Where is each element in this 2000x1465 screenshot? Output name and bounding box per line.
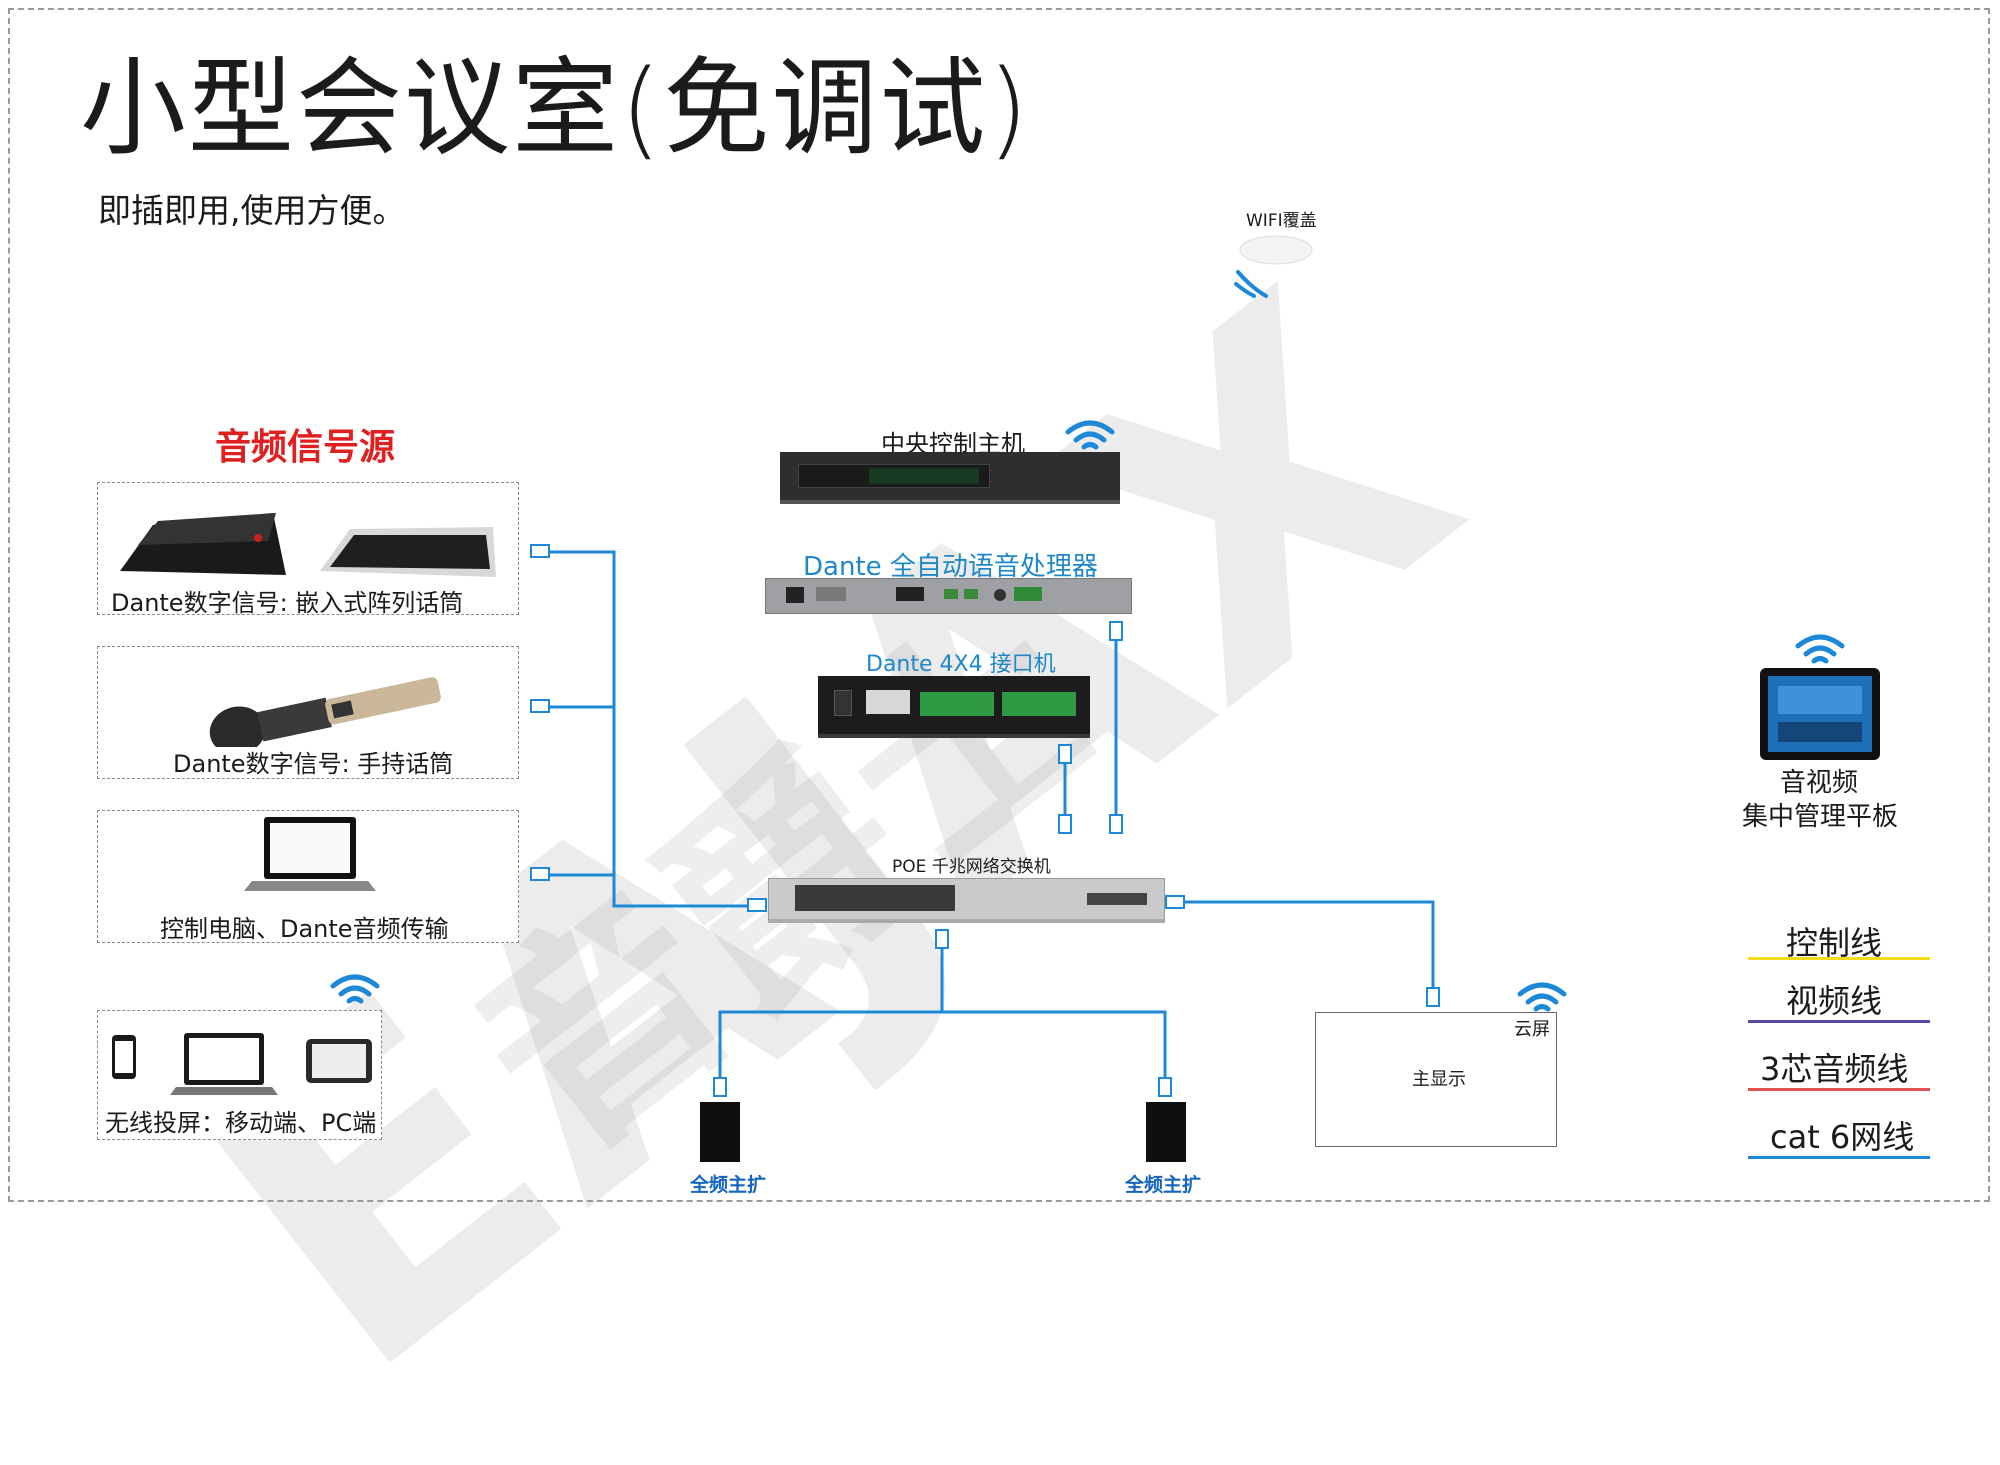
plug-display: [1426, 987, 1440, 1007]
source-caption-handheld-mic: Dante数字信号: 手持话筒: [173, 750, 454, 778]
page-title: 小型会议室(免调试): [80, 47, 1031, 170]
wifi-icon: [1517, 982, 1567, 1012]
access-point-image: [1234, 235, 1313, 298]
page-subtitle: 即插即用,使用方便。: [98, 191, 406, 230]
dashed-border: [8, 8, 1990, 1202]
legend-video-line-label: 视频线: [1786, 982, 1883, 1020]
tablet-label-line1: 音视频: [1780, 768, 1859, 798]
speaker-right: [1146, 1102, 1186, 1162]
cable-layer: [530, 544, 1440, 1097]
legend-audio-line: [1748, 1088, 1930, 1091]
plug-interface: [1058, 744, 1072, 764]
cast-devices-image: [112, 1033, 372, 1095]
source-box-control-pc: 控制电脑、Dante音频传输: [97, 810, 519, 943]
cable-speakers: [718, 1010, 1167, 1078]
legend-control-line-label: 控制线: [1786, 924, 1883, 962]
wifi-icon: [1065, 420, 1115, 450]
wifi-cover-label: WIFI覆盖: [1246, 211, 1317, 231]
plug-dsp: [1109, 621, 1123, 641]
main-display-box: 云屏 主显示: [1315, 1012, 1557, 1147]
plug-interface-bottom: [1058, 814, 1072, 834]
legend-network-line-label: cat 6网线: [1770, 1118, 1915, 1156]
plug-source1: [530, 544, 550, 558]
source-caption-control-pc: 控制电脑、Dante音频传输: [160, 915, 449, 943]
legend-control-line: [1748, 957, 1930, 960]
cable-display: [1178, 900, 1435, 992]
main-display-label: 主显示: [1412, 1069, 1466, 1090]
legend-network-line: [1748, 1156, 1930, 1159]
legend-video-line: [1748, 1020, 1930, 1023]
interface-label: Dante 4X4 接口机: [866, 652, 1056, 677]
switch-label: POE 千兆网络交换机: [892, 857, 1051, 877]
source-box-handheld-mic: Dante数字信号: 手持话筒: [97, 646, 519, 779]
speaker-left-label: 全频主扩: [690, 1174, 767, 1196]
control-tablet: [1760, 668, 1880, 760]
central-control-device: [780, 452, 1120, 504]
plug-switch-bottom: [935, 929, 949, 949]
wifi-icon: [330, 974, 380, 1004]
source-box-wireless-cast: 无线投屏：移动端、PC端: [97, 1010, 382, 1140]
plug-dsp-bottom: [1109, 814, 1123, 834]
plug-source3: [530, 867, 550, 881]
plug-speaker-right: [1158, 1077, 1172, 1097]
cloud-screen-label: 云屏: [1514, 1019, 1550, 1040]
wifi-icon: [1795, 634, 1845, 664]
plug-switch-left: [747, 898, 767, 912]
legend-audio-line-label: 3芯音频线: [1760, 1050, 1909, 1088]
central-control-display: [798, 464, 990, 488]
source-caption-array-mic: Dante数字信号: 嵌入式阵列话筒: [111, 589, 464, 617]
cable-source1: [550, 550, 748, 908]
diagram-canvas: EAJAX 音爵士 小型会议室(免调试) 即插即用,使用方便。: [8, 8, 1990, 1465]
tablet-label-line2: 集中管理平板: [1742, 802, 1899, 832]
plug-speaker-left: [713, 1077, 727, 1097]
dsp-label: Dante 全自动语音处理器: [803, 552, 1098, 582]
source-caption-wireless-cast: 无线投屏：移动端、PC端: [105, 1109, 377, 1137]
handheld-mic-image: [209, 677, 441, 747]
dsp-device: [765, 578, 1132, 614]
laptop-image: [244, 817, 376, 891]
source-box-array-mic: Dante数字信号: 嵌入式阵列话筒: [97, 482, 519, 617]
source-section-title: 音频信号源: [215, 427, 396, 468]
interface-device: [818, 676, 1090, 738]
poe-switch-device: [768, 878, 1165, 923]
speaker-right-label: 全频主扩: [1125, 1174, 1202, 1196]
plug-source2: [530, 699, 550, 713]
plug-switch-right: [1165, 895, 1185, 909]
speaker-left: [700, 1102, 740, 1162]
array-mic-image: [120, 489, 496, 577]
